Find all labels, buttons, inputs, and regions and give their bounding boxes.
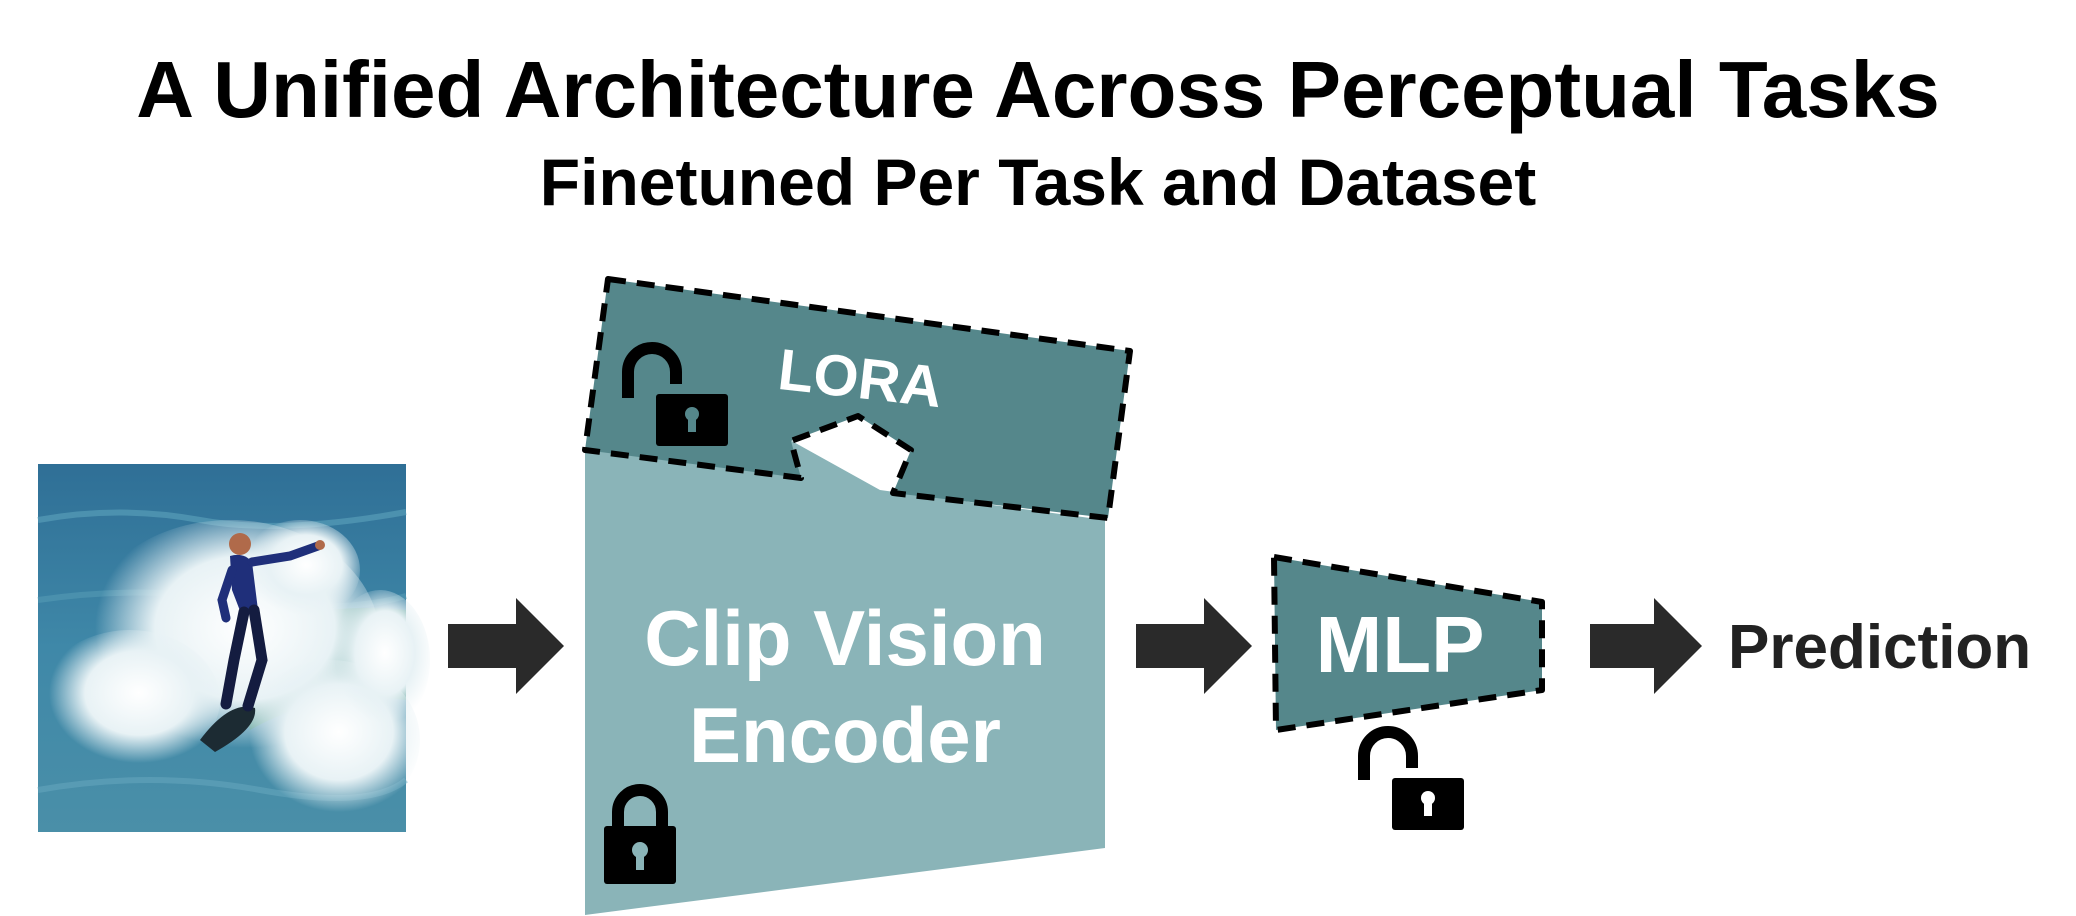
mlp-block: MLP: [1271, 554, 1545, 733]
diagram-title: A Unified Architecture Across Perceptual…: [136, 45, 1940, 134]
encoder-label-line1: Clip Vision: [644, 594, 1046, 682]
input-image-surfer: [37, 464, 430, 832]
arrow-encoder-to-mlp: [1136, 598, 1252, 694]
prediction-label: Prediction: [1728, 613, 2031, 682]
arrow-mlp-to-prediction: [1590, 598, 1702, 694]
mlp-label: MLP: [1316, 600, 1485, 689]
arrow-image-to-encoder: [448, 598, 564, 694]
diagram-subtitle: Finetuned Per Task and Dataset: [539, 145, 1537, 219]
mlp-unlocked-padlock-icon: [1358, 726, 1464, 830]
encoder-label-line2: Encoder: [689, 691, 1001, 779]
lora-block: LORA: [582, 276, 1133, 521]
clip-vision-encoder-block: [585, 440, 1105, 915]
encoder-locked-padlock-icon: [604, 784, 676, 884]
lora-unlocked-padlock-icon: [622, 342, 728, 446]
